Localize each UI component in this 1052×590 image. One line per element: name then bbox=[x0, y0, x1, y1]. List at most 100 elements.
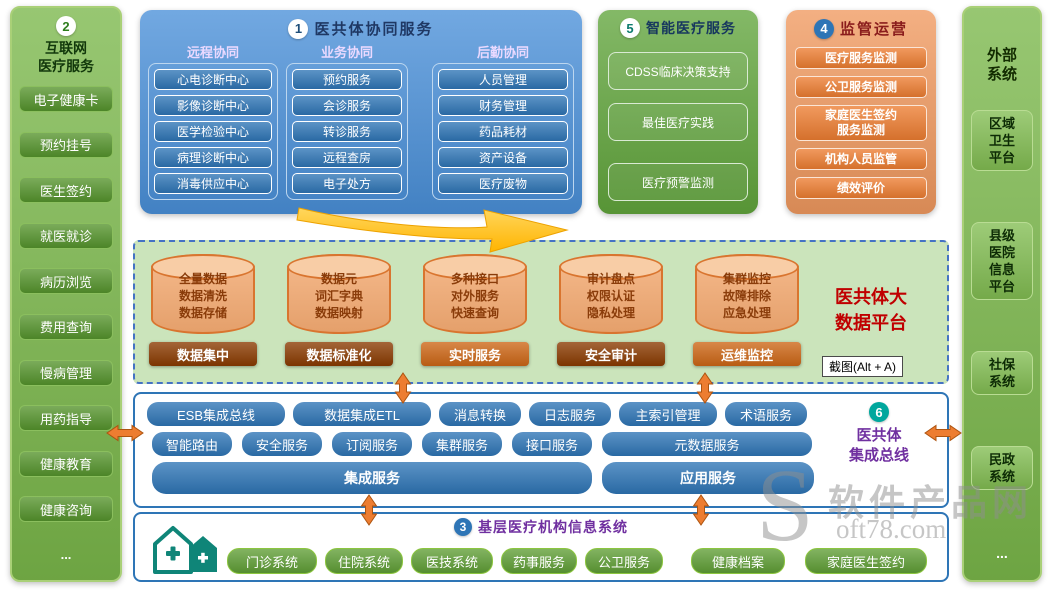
security-audit-group: 审计盘点权限认证隐私处理 安全审计 bbox=[557, 254, 665, 366]
data-standardization-cylinder-icon: 数据元词汇字典数据映射 bbox=[287, 254, 391, 334]
log-service: 日志服务 bbox=[529, 402, 611, 426]
medical-waste: 医疗废物 bbox=[438, 173, 568, 194]
integration-bus-panel: ESB集成总线 数据集成ETL 消息转换 日志服务 主索引管理 术语服务 智能路… bbox=[133, 392, 949, 508]
sidebar-item-appointment-registration: 预约挂号 bbox=[19, 131, 113, 158]
data-etl: 数据集成ETL bbox=[293, 402, 431, 426]
ops-monitor-label: 运维监控 bbox=[693, 342, 801, 366]
outpatient-system: 门诊系统 bbox=[227, 548, 317, 574]
collab-services-titlebar: 1 医共体协同服务 bbox=[140, 10, 582, 39]
supervision-title: 监管运营 bbox=[839, 21, 908, 38]
medical-warning-monitor: 医疗预警监测 bbox=[608, 163, 748, 201]
right-panel-bus-arrow bbox=[924, 424, 962, 442]
pathology-diagnosis-center: 病理诊断中心 bbox=[154, 147, 272, 168]
personnel-mgmt: 人员管理 bbox=[438, 69, 568, 90]
smart-medical-items: CDSS临床决策支持 最佳医疗实践 医疗预警监测 bbox=[598, 38, 758, 201]
realtime-service-label: 实时服务 bbox=[421, 342, 529, 366]
data-standardization-label: 数据标准化 bbox=[285, 342, 393, 366]
platform-groups: 全量数据数据清洗数据存储 数据集中 数据元词汇字典数据映射 数据标准化 多种接口… bbox=[149, 254, 801, 366]
sidebar-item-doctor-contract: 医生签约 bbox=[19, 177, 113, 204]
hospital-icon bbox=[149, 520, 217, 583]
best-medical-practice: 最佳医疗实践 bbox=[608, 103, 748, 141]
big-data-platform: 全量数据数据清洗数据存储 数据集中 数据元词汇字典数据映射 数据标准化 多种接口… bbox=[133, 240, 949, 384]
referral-service: 转诊服务 bbox=[292, 121, 402, 142]
regional-health-platform: 区域卫生平台 bbox=[971, 110, 1033, 171]
integration-bus-title: 医共体集成总线 bbox=[848, 427, 909, 464]
message-transform: 消息转换 bbox=[439, 402, 521, 426]
realtime-service-cylinder-text: 多种接口对外服务快速查询 bbox=[450, 272, 499, 320]
master-index-mgmt: 主索引管理 bbox=[619, 402, 717, 426]
sidebar-item-electronic-health-card: 电子健康卡 bbox=[19, 86, 113, 112]
smart-medical-titlebar: 5 智能医疗服务 bbox=[598, 10, 758, 38]
bus-row-2: 智能路由 安全服务 订阅服务 集群服务 接口服务 元数据服务 bbox=[152, 432, 812, 456]
data-standardization-group: 数据元词汇字典数据映射 数据标准化 bbox=[285, 254, 393, 366]
security-audit-label: 安全审计 bbox=[557, 342, 665, 366]
grassroots-systems-panel: 3 基层医疗机构信息系统 门诊系统 住院系统 医技系统 药事服务 公卫服务 健康… bbox=[133, 512, 949, 582]
logistics-collab-box: 人员管理 财务管理 药品耗材 资产设备 医疗废物 bbox=[432, 63, 574, 200]
security-service: 安全服务 bbox=[242, 432, 322, 456]
public-health-monitor: 公卫服务监测 bbox=[795, 76, 927, 98]
sidebar-item-health-consult: 健康咨询 bbox=[19, 496, 113, 523]
platform-bus-arrow-left bbox=[394, 372, 412, 404]
external-systems-title: 外部系统 bbox=[986, 47, 1017, 83]
drug-consumables: 药品耗材 bbox=[438, 121, 568, 142]
badge-4: 4 bbox=[813, 18, 834, 39]
badge-1: 1 bbox=[288, 18, 309, 39]
badge-6: 6 bbox=[869, 402, 889, 422]
collab-columns: 远程协同 心电诊断中心 影像诊断中心 医学检验中心 病理诊断中心 消毒供应中心 … bbox=[140, 39, 582, 200]
institution-personnel-supervision: 机构人员监管 bbox=[795, 148, 927, 170]
supervision-panel: 4 监管运营 医疗服务监测 公卫服务监测 家庭医生签约服务监测 机构人员监管 绩… bbox=[786, 10, 936, 214]
smart-medical-title: 智能医疗服务 bbox=[646, 20, 736, 36]
ops-monitor-cylinder-text: 集群监控故障排除应急处理 bbox=[722, 272, 771, 320]
sidebar-item-record-browse: 病历浏览 bbox=[19, 268, 113, 295]
badge-3: 3 bbox=[454, 518, 472, 536]
remote-ward-round: 远程查房 bbox=[292, 147, 402, 168]
supervision-titlebar: 4 监管运营 bbox=[786, 10, 936, 39]
sidebar-item-fee-inquiry: 费用查询 bbox=[19, 313, 113, 340]
bus-row-1: ESB集成总线 数据集成ETL 消息转换 日志服务 主索引管理 术语服务 bbox=[147, 402, 807, 426]
business-collab-column: 业务协同 预约服务 会诊服务 转诊服务 远程查房 电子处方 bbox=[286, 43, 408, 200]
disinfection-supply-center: 消毒供应中心 bbox=[154, 173, 272, 194]
sidebar-item-medication-guide: 用药指导 bbox=[19, 405, 113, 432]
internet-medical-title: 互联网医疗服务 bbox=[38, 40, 94, 74]
pharmacy-service: 药事服务 bbox=[501, 548, 577, 574]
logistics-collab-header: 后勤协同 bbox=[476, 45, 529, 60]
integration-service: 集成服务 bbox=[152, 462, 592, 494]
ecg-diagnosis-center: 心电诊断中心 bbox=[154, 69, 272, 90]
medical-tech-system: 医技系统 bbox=[411, 548, 493, 574]
consultation-service: 会诊服务 bbox=[292, 95, 402, 116]
smart-routing: 智能路由 bbox=[152, 432, 232, 456]
health-records: 健康档案 bbox=[691, 548, 785, 574]
internet-medical-items: 电子健康卡 预约挂号 医生签约 就医就诊 病历浏览 费用查询 慢病管理 用药指导… bbox=[19, 86, 113, 568]
sidebar-item-health-education: 健康教育 bbox=[19, 450, 113, 477]
bus-row-3: 集成服务 应用服务 bbox=[152, 462, 814, 494]
remote-collab-column: 远程协同 心电诊断中心 影像诊断中心 医学检验中心 病理诊断中心 消毒供应中心 bbox=[148, 43, 278, 200]
data-collection-cylinder-icon: 全量数据数据清洗数据存储 bbox=[151, 254, 255, 334]
county-hospital-info-platform: 县级医院信息平台 bbox=[971, 222, 1033, 300]
smart-medical-panel: 5 智能医疗服务 CDSS临床决策支持 最佳医疗实践 医疗预警监测 bbox=[598, 10, 758, 214]
data-standardization-cylinder-text: 数据元词汇字典数据映射 bbox=[314, 272, 363, 320]
business-collab-box: 预约服务 会诊服务 转诊服务 远程查房 电子处方 bbox=[286, 63, 408, 200]
grassroots-title: 基层医疗机构信息系统 bbox=[478, 519, 628, 535]
external-systems-more: ... bbox=[996, 545, 1008, 561]
performance-evaluation: 绩效评价 bbox=[795, 177, 927, 199]
ops-monitor-group: 集群监控故障排除应急处理 运维监控 bbox=[693, 254, 801, 366]
external-systems-panel: 外部系统 区域卫生平台 县级医院信息平台 社保系统 民政系统 ... bbox=[962, 6, 1042, 582]
bus-grassroots-arrow-left bbox=[360, 494, 378, 526]
family-doctor-contract: 家庭医生签约 bbox=[805, 548, 927, 574]
collab-services-panel: 1 医共体协同服务 远程协同 心电诊断中心 影像诊断中心 医学检验中心 病理诊断… bbox=[140, 10, 582, 214]
sidebar-item-chronic-disease-mgmt: 慢病管理 bbox=[19, 359, 113, 386]
collab-to-platform-arrow bbox=[296, 207, 569, 253]
asset-equipment: 资产设备 bbox=[438, 147, 568, 168]
collab-services-title: 医共体协同服务 bbox=[314, 21, 434, 38]
security-audit-cylinder-icon: 审计盘点权限认证隐私处理 bbox=[559, 254, 663, 334]
screenshot-hint-tooltip: 截图(Alt + A) bbox=[822, 356, 904, 377]
integration-bus-label: 6 医共体集成总线 bbox=[817, 402, 941, 466]
ops-monitor-cylinder-icon: 集群监控故障排除应急处理 bbox=[695, 254, 799, 334]
application-service: 应用服务 bbox=[602, 462, 814, 494]
esb-bus: ESB集成总线 bbox=[147, 402, 285, 426]
badge-5: 5 bbox=[620, 18, 640, 38]
cdss-clinical-decision-support: CDSS临床决策支持 bbox=[608, 52, 748, 90]
bus-grassroots-arrow-right bbox=[692, 494, 710, 526]
lab-test-center: 医学检验中心 bbox=[154, 121, 272, 142]
supervision-items: 医疗服务监测 公卫服务监测 家庭医生签约服务监测 机构人员监管 绩效评价 bbox=[786, 39, 936, 199]
